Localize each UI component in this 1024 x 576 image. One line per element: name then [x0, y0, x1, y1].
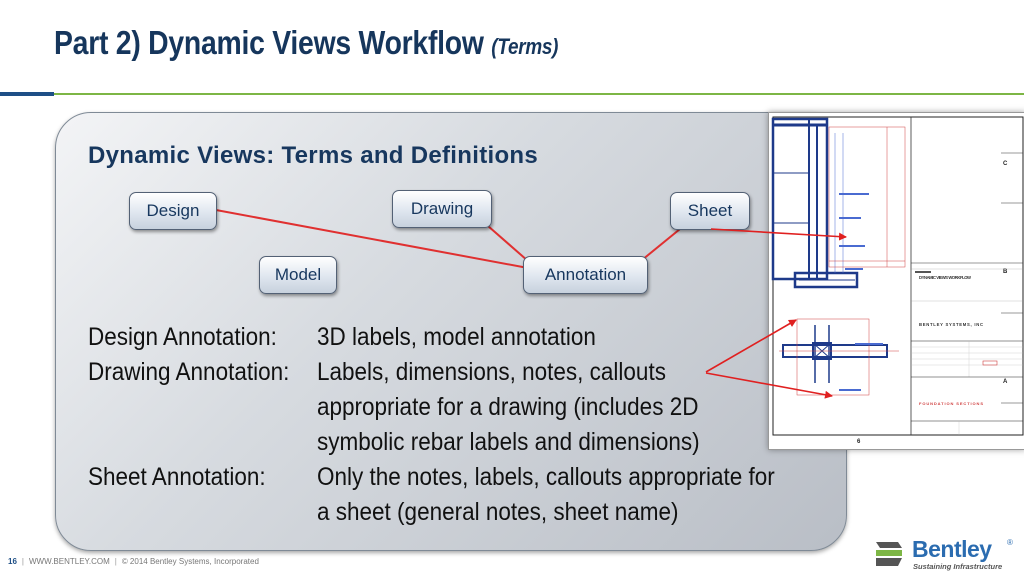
- definition-line: Only the notes, labels, callouts appropr…: [317, 463, 775, 491]
- title-rule-green: [54, 93, 1024, 95]
- title-block-title: DYNAMIC VIEWS WORKFLOW: [919, 275, 971, 280]
- definition-design-annotation: Design Annotation: 3D labels, model anno…: [88, 320, 837, 355]
- definition-line: appropriate for a drawing (includes 2D: [317, 393, 699, 421]
- definition-line: Labels, dimensions, notes, callouts: [317, 358, 666, 386]
- sheet-col-label: 6: [857, 439, 861, 445]
- definition-label: Drawing Annotation:: [88, 358, 290, 386]
- title-block-company: BENTLEY SYSTEMS, INC: [919, 322, 983, 327]
- definition-line: 3D labels, model annotation: [317, 323, 596, 351]
- footer-website[interactable]: WWW.BENTLEY.COM: [28, 557, 110, 566]
- term-sheet: Sheet: [670, 192, 750, 230]
- definition-line: a sheet (general notes, sheet name): [317, 498, 679, 526]
- definitions-list: Design Annotation: 3D labels, model anno…: [88, 320, 837, 530]
- definition-sheet-annotation: Sheet Annotation: Only the notes, labels…: [88, 460, 837, 530]
- title-rule-blue: [0, 92, 54, 96]
- definition-drawing-annotation: Drawing Annotation: Labels, dimensions, …: [88, 355, 837, 460]
- slide-title: Part 2) Dynamic Views Workflow (Terms): [54, 24, 558, 62]
- slide-title-sub: (Terms): [491, 34, 559, 59]
- logo-tagline: Sustaining Infrastructure: [913, 562, 1003, 571]
- definition-text: 3D labels, model annotation: [317, 320, 785, 355]
- title-block-sheet-name: FOUNDATION SECTIONS: [919, 401, 983, 406]
- term-drawing: Drawing: [392, 190, 492, 228]
- sheet-row-label: C: [1003, 161, 1008, 167]
- definition-text: Labels, dimensions, notes, callouts appr…: [317, 355, 785, 460]
- footer-copyright: © 2014 Bentley Systems, Incorporated: [121, 557, 259, 566]
- term-annotation: Annotation: [523, 256, 648, 294]
- drawing-sheet-image: C B A 6: [768, 112, 1024, 450]
- sheet-row-label: A: [1003, 379, 1008, 385]
- slide-title-main: Part 2) Dynamic Views Workflow: [54, 24, 484, 61]
- term-model: Model: [259, 256, 337, 294]
- definition-label: Design Annotation:: [88, 323, 277, 351]
- page-number: 16: [8, 557, 17, 566]
- definition-label: Sheet Annotation:: [88, 463, 266, 491]
- definition-text: Only the notes, labels, callouts appropr…: [317, 460, 785, 530]
- definition-line: symbolic rebar labels and dimensions): [317, 428, 700, 456]
- bentley-logo-icon: [874, 540, 904, 568]
- panel-heading: Dynamic Views: Terms and Definitions: [88, 142, 539, 169]
- term-design: Design: [129, 192, 217, 230]
- sheet-row-label: B: [1003, 269, 1008, 275]
- logo-registered: ®: [1007, 538, 1013, 547]
- bentley-logo: Bentley ® Sustaining Infrastructure: [872, 536, 1022, 572]
- footer: 16|WWW.BENTLEY.COM|© 2014 Bentley System…: [8, 557, 259, 566]
- drawing-sheet-graphic: C B A 6: [771, 116, 1024, 445]
- logo-wordmark: Bentley: [912, 536, 992, 562]
